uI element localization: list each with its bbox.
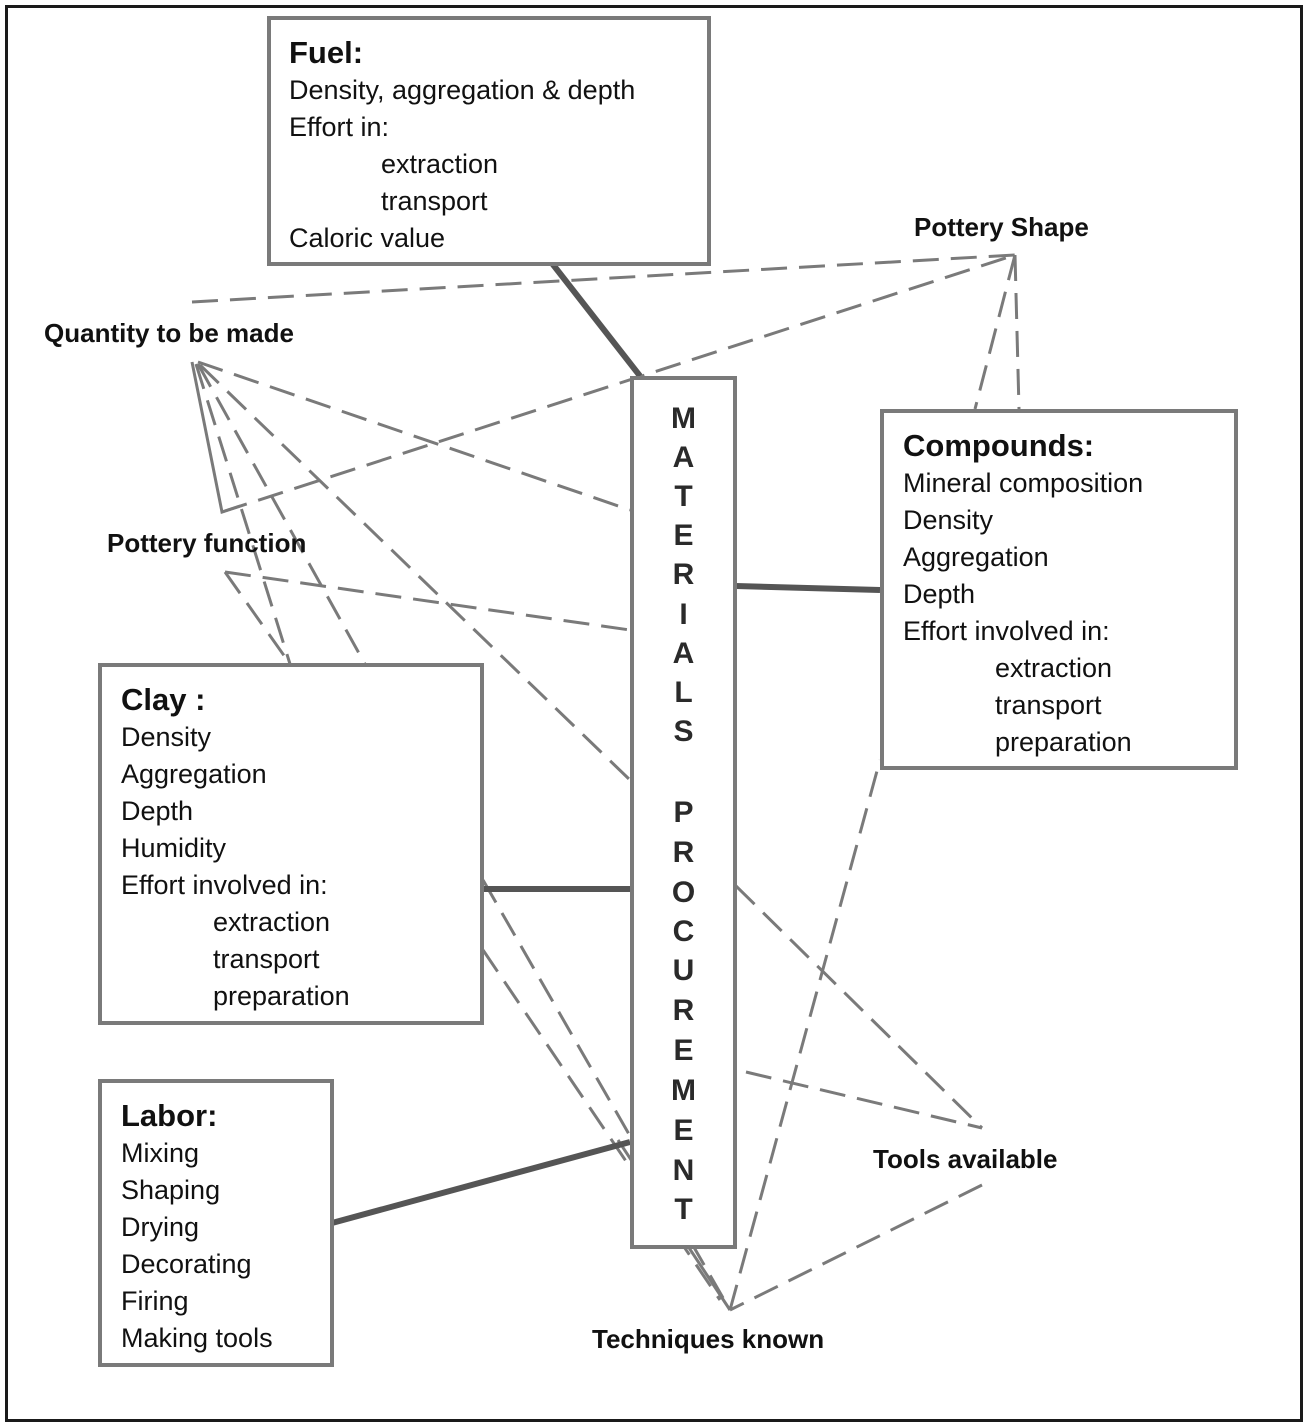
factor-tools-label: Tools available	[873, 1144, 1058, 1174]
compounds-item: Density	[903, 505, 994, 535]
central-letter: M	[671, 1074, 696, 1107]
central-letter: S	[673, 715, 694, 748]
labor-box: Labor: Mixing Shaping Drying Decorating …	[98, 1079, 334, 1367]
link-fuel-central	[548, 260, 643, 378]
central-letter: I	[679, 598, 688, 631]
link-shape-compounds-a	[973, 254, 1017, 410]
central-letter: E	[673, 1034, 694, 1067]
labor-item: Decorating	[121, 1249, 252, 1279]
link-compounds-central	[735, 583, 881, 593]
clay-item: extraction	[213, 907, 331, 937]
fuel-item: Density, aggregation & depth	[289, 75, 636, 105]
link-central-tools	[734, 884, 984, 1130]
factor-function-label: Pottery function	[107, 528, 307, 558]
clay-item: preparation	[213, 981, 350, 1011]
clay-item: Effort involved in:	[121, 870, 328, 900]
link-quantity-function-solid	[190, 361, 241, 514]
clay-box: Clay : Density Aggregation Depth Humidit…	[98, 663, 484, 1025]
outer-frame	[5, 5, 1303, 1422]
central-letter: C	[672, 915, 695, 948]
fuel-item: extraction	[381, 149, 499, 179]
link-clay-techniques-a	[481, 879, 732, 1311]
central-letter: N	[672, 1154, 695, 1187]
link-central-tools-2	[745, 1070, 983, 1130]
factor-techniques-label: Techniques known	[592, 1324, 825, 1354]
compounds-item: Effort involved in:	[903, 616, 1110, 646]
clay-item: Aggregation	[121, 759, 267, 789]
link-quantity-clay-a	[194, 363, 292, 665]
clay-item: Density	[121, 722, 212, 752]
link-quantity-central	[197, 360, 631, 512]
labor-item: Drying	[121, 1212, 200, 1242]
fuel-box: Fuel: Density, aggregation & depth Effor…	[267, 16, 711, 266]
central-letter: E	[673, 519, 694, 552]
central-letter: A	[672, 441, 695, 474]
fuel-item: Effort in:	[289, 112, 390, 142]
compounds-item: Aggregation	[903, 542, 1049, 572]
labor-item: Making tools	[121, 1323, 273, 1353]
link-function-central	[224, 570, 631, 632]
central-letter: R	[672, 994, 695, 1027]
link-quantity-shape	[191, 253, 1016, 304]
central-letter: U	[672, 954, 695, 987]
link-quantity-techniques	[198, 363, 632, 782]
clay-item: transport	[213, 944, 320, 974]
central-letter: T	[674, 480, 693, 513]
labor-item: Shaping	[121, 1175, 221, 1205]
compounds-item: Depth	[903, 579, 976, 609]
clay-item: Depth	[121, 796, 194, 826]
fuel-item: transport	[381, 186, 488, 216]
factor-shape-label: Pottery Shape	[914, 212, 1089, 242]
link-tools-techniques	[729, 1183, 983, 1312]
compounds-item: preparation	[995, 727, 1132, 757]
central-letter: L	[674, 676, 693, 709]
link-shape-compounds-b	[1013, 254, 1021, 410]
factor-quantity-label: Quantity to be made	[44, 318, 294, 348]
fuel-title: Fuel:	[289, 35, 364, 70]
clay-title: Clay :	[121, 682, 206, 717]
compounds-box: Compounds: Mineral composition Density A…	[880, 409, 1238, 770]
link-function-shape	[221, 253, 1016, 514]
central-letter: R	[672, 558, 695, 591]
labor-item: Mixing	[121, 1138, 200, 1168]
central-letter: T	[674, 1193, 693, 1226]
central-letter: A	[672, 637, 695, 670]
compounds-title: Compounds:	[903, 428, 1095, 463]
central-letter: M	[671, 402, 696, 435]
labor-item: Firing	[121, 1286, 189, 1316]
link-techniques-compounds	[728, 759, 882, 1311]
link-labor-central	[331, 1139, 631, 1226]
compounds-item: transport	[995, 690, 1102, 720]
link-function-clay	[223, 571, 292, 665]
central-letter: P	[673, 796, 694, 829]
central-letter: R	[672, 836, 695, 869]
fuel-item: Caloric value	[289, 223, 446, 253]
central-letter: O	[671, 876, 696, 909]
labor-title: Labor:	[121, 1098, 218, 1133]
compounds-item: Mineral composition	[903, 468, 1144, 498]
compounds-item: extraction	[995, 653, 1113, 683]
clay-item: Humidity	[121, 833, 227, 863]
central-letter: E	[673, 1114, 694, 1147]
link-quantity-clay-b	[196, 363, 367, 665]
